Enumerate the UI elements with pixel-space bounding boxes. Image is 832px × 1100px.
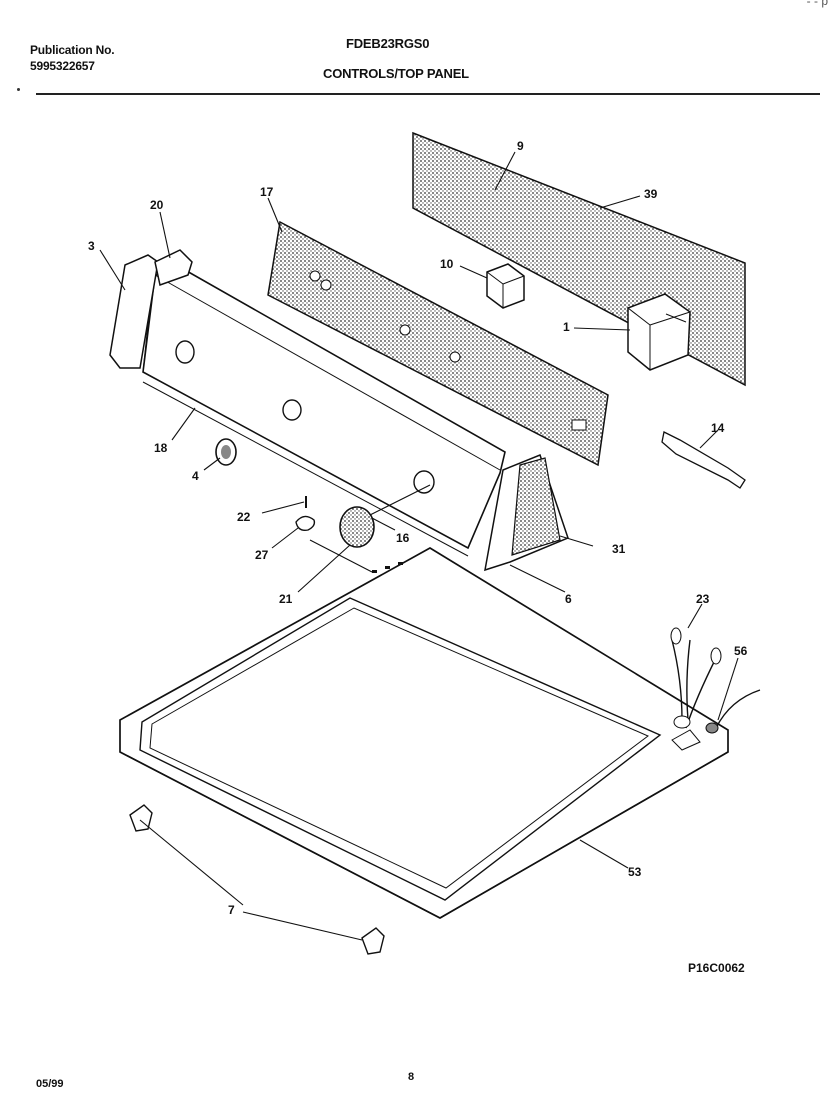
strap-part: [661, 431, 746, 489]
knob-part: [215, 438, 237, 466]
right-end-cap-part: [484, 454, 569, 572]
left-end-cap-part: [109, 249, 193, 369]
model-number: FDEB23RGS0: [346, 36, 430, 51]
callout-56: 56: [734, 644, 748, 658]
callout-18: 18: [154, 441, 168, 455]
callout-23: 23: [696, 592, 710, 606]
callout-4: 4: [192, 469, 199, 483]
publication-label: Publication No.: [30, 43, 115, 57]
publication-number: 5995322657: [30, 59, 95, 73]
callout-7: 7: [228, 903, 235, 917]
hinge-part: [129, 804, 385, 955]
callout-31: 31: [612, 542, 626, 556]
callout-16: 16: [396, 531, 410, 545]
footer-date: 05/99: [36, 1078, 64, 1090]
margin-dot: [17, 88, 20, 91]
clip-part: [295, 515, 316, 532]
leader-lines: [99, 151, 739, 941]
control-board-part: [267, 220, 609, 467]
corner-mark: - - p: [806, 0, 828, 8]
page-number: 8: [408, 1071, 415, 1083]
wiring-harness-part: [670, 627, 761, 751]
callout-9: 9: [517, 139, 524, 153]
timer-part: [627, 293, 691, 371]
callout-39: 39: [644, 187, 658, 201]
callout-10: 10: [440, 257, 454, 271]
callout-17: 17: [260, 185, 274, 199]
switch-part: [486, 263, 525, 309]
timer-knob-part: [339, 484, 431, 548]
section-title: CONTROLS/TOP PANEL: [323, 66, 469, 81]
callout-14: 14: [711, 421, 725, 435]
callout-22: 22: [237, 510, 251, 524]
callout-53: 53: [628, 865, 642, 879]
callout-6: 6: [565, 592, 572, 606]
callout-21: 21: [279, 592, 293, 606]
callout-20: 20: [150, 198, 164, 212]
callout-27: 27: [255, 548, 269, 562]
drawing-code: P16C0062: [688, 961, 745, 975]
top-panel-part: [119, 547, 729, 919]
callout-1: 1: [563, 320, 570, 334]
callout-3: 3: [88, 239, 95, 253]
header-rule: [36, 93, 820, 95]
